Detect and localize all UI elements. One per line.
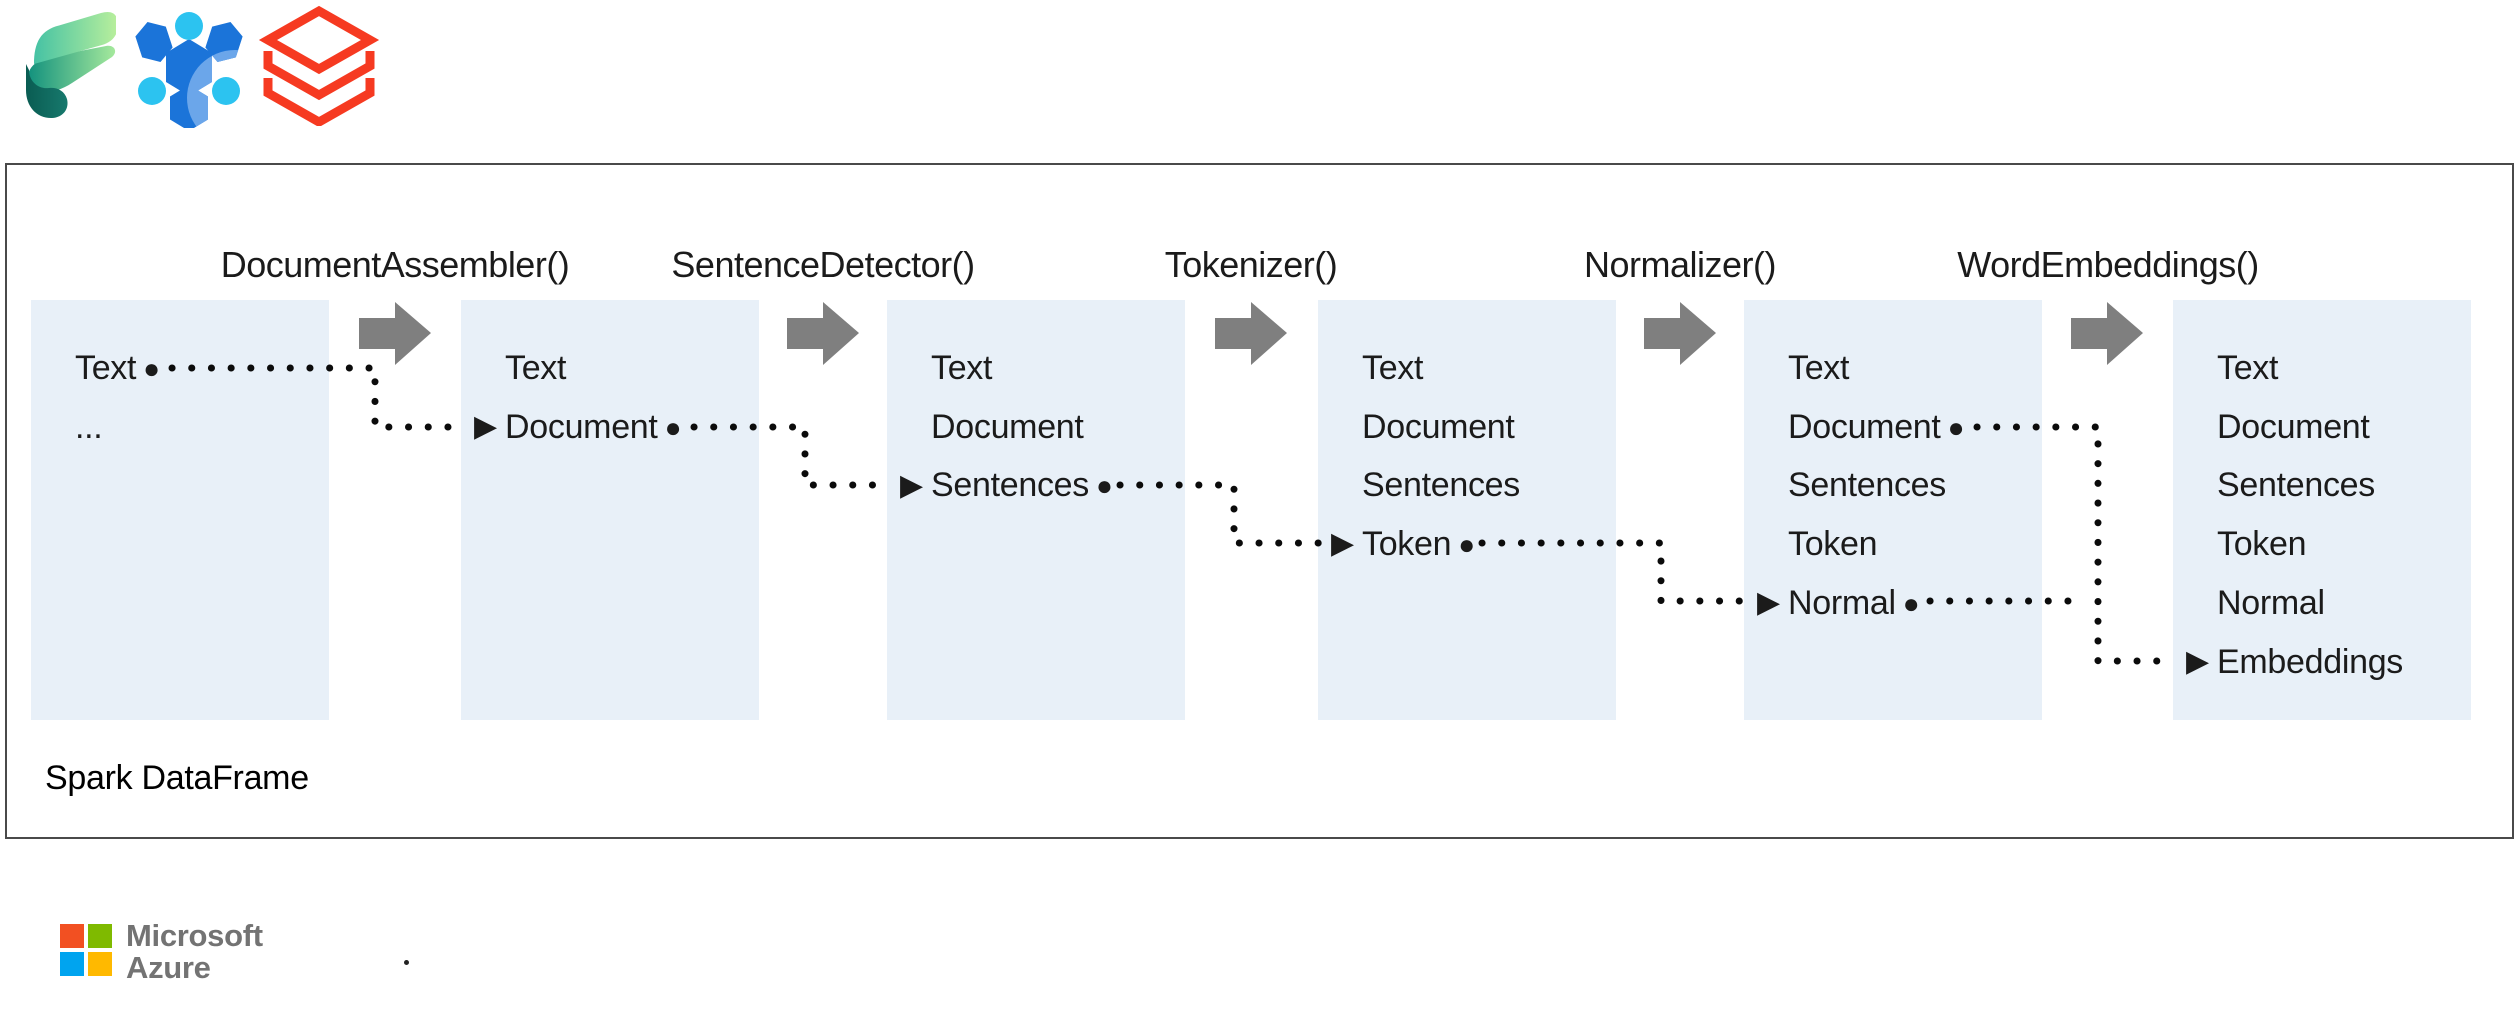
row-label: Normal [1788,583,1896,622]
row-label: Sentences [1362,466,1520,505]
box-row: ▶Document● [474,407,682,446]
microsoft-azure-logo: Microsoft Azure [60,920,263,984]
box-row: ... [75,398,329,457]
dataframe-box-document-assembler: Text ▶Document● [461,300,759,720]
box-row: Text [1362,339,1616,398]
output-dot-icon: ● [1947,411,1965,443]
box-row: Document [2217,398,2471,457]
row-label: Document [2217,407,2370,446]
row-label: Token [2217,525,2307,564]
row-label: Sentences [931,466,1089,505]
box-row: Text [931,339,1185,398]
row-label: Token [1788,525,1878,564]
spark-dataframe-caption: Spark DataFrame [45,759,309,797]
brand-line-microsoft: Microsoft [126,918,263,953]
dataframe-box-normalizer: Text Document● Sentences Token ▶Normal● [1744,300,2042,720]
dataframe-box-input: Text● ... [31,300,329,720]
row-label: Embeddings [2217,642,2404,681]
flow-arrow-icon [787,302,859,365]
ms-square-blue [60,952,84,976]
microsoft-fabric-icon [26,11,116,119]
box-row: Sentences [2217,456,2471,515]
box-row: ▶Normal● [1757,583,1920,622]
brand-text: Microsoft Azure [126,920,263,984]
box-row: Document● [1788,398,2042,457]
box-row: ▶Token● [1331,525,1475,564]
row-label: Sentences [2217,466,2375,505]
row-label: Text [505,349,567,387]
flow-arrow-icon [2071,302,2143,365]
output-dot-icon: ● [1458,529,1475,561]
output-dot-icon: ● [1902,587,1920,619]
row-label: Text [2217,349,2279,387]
azure-synapse-icon [135,12,245,128]
output-dot-icon: ● [664,411,682,443]
row-label: Sentences [1788,466,1946,505]
ms-square-green [88,924,112,948]
output-dot-icon: ● [1095,470,1113,502]
row-label: Text [931,349,993,387]
box-row: Token [2217,515,2471,574]
flow-arrow-icon [1644,302,1716,365]
box-row: ▶Sentences● [900,466,1113,505]
box-row: Text [505,339,759,398]
stage-label-sentence-detector: SentenceDetector() [671,244,975,285]
ms-square-yellow [88,952,112,976]
ms-square-red [60,924,84,948]
box-row: Text● [75,339,329,398]
stray-dot [404,960,409,965]
flow-arrow-icon [359,302,431,365]
box-row: Text [2217,339,2471,398]
output-dot-icon: ● [143,353,160,384]
row-label: Text [1788,349,1850,387]
box-row: ▶Embeddings [2186,642,2404,681]
box-row: Normal [2217,574,2471,633]
box-row: Document [931,398,1185,457]
row-label: Document [505,407,658,446]
row-label: Document [931,407,1084,446]
box-row: Sentences [1362,456,1616,515]
stage-label-tokenizer: Tokenizer() [1164,244,1338,285]
row-label: Document [1362,407,1515,446]
row-label: Token [1362,525,1452,564]
box-row: Document [1362,398,1616,457]
row-label: Normal [2217,583,2325,622]
row-label: Text [75,349,137,387]
dataframe-box-tokenizer: Text Document Sentences ▶Token● [1318,300,1616,720]
box-row: Token [1788,515,2042,574]
box-row: Sentences [1788,456,2042,515]
stage-label-normalizer: Normalizer() [1584,244,1777,285]
microsoft-logo-icon [60,924,112,976]
flow-arrow-icon [1215,302,1287,365]
stage-label-word-embeddings: WordEmbeddings() [1957,244,2259,285]
databricks-icon [258,5,380,126]
row-label: ... [75,407,103,446]
dataframe-box-word-embeddings: Text Document Sentences Token Normal ▶Em… [2173,300,2471,720]
row-label: Document [1788,407,1941,446]
dataframe-box-sentence-detector: Text Document ▶Sentences● [887,300,1185,720]
row-label: Text [1362,349,1424,387]
stage-label-document-assembler: DocumentAssembler() [220,244,570,285]
box-row: Text [1788,339,2042,398]
brand-line-azure: Azure [126,950,211,985]
